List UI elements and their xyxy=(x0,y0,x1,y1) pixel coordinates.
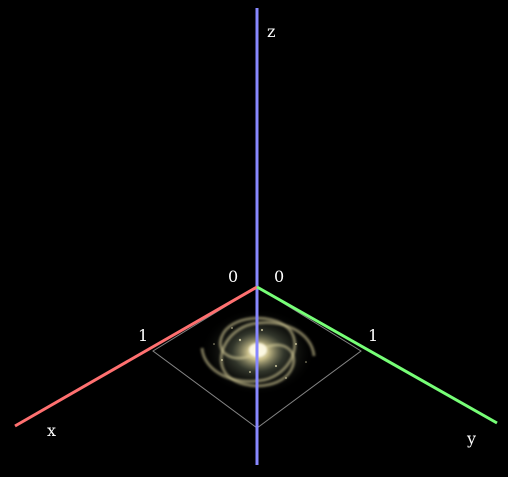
x-axis-label: x xyxy=(47,421,56,440)
x-tick-one-label: 1 xyxy=(138,326,148,345)
y-tick-one-label: 1 xyxy=(368,326,378,345)
z-axis-label: z xyxy=(267,22,275,41)
y-axis-line xyxy=(256,285,498,425)
origin-label-left: 0 xyxy=(228,267,238,286)
x-axis-line xyxy=(14,285,258,428)
origin-label-right: 0 xyxy=(274,267,284,286)
y-axis-label: y xyxy=(466,429,476,448)
